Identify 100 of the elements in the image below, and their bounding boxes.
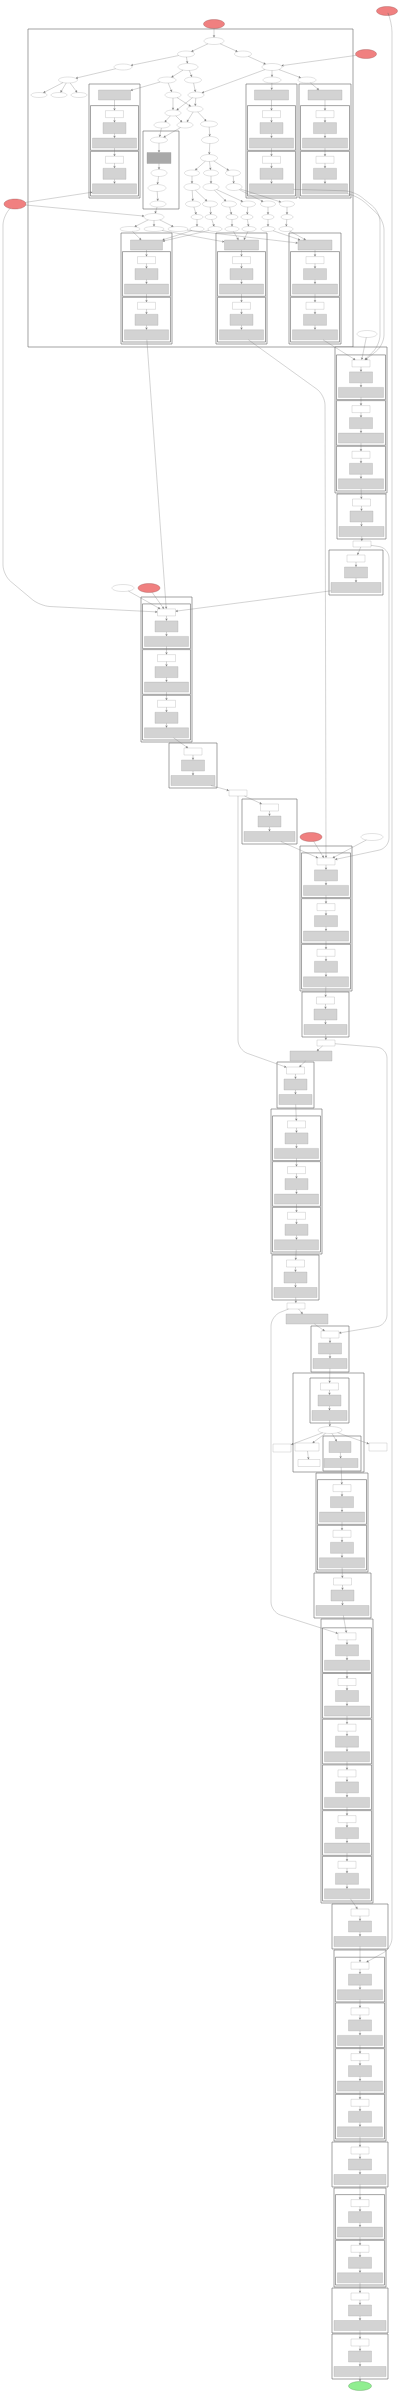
- rect-node: [330, 1542, 354, 1554]
- rect-node: [283, 1271, 308, 1284]
- arrow: [165, 646, 168, 655]
- oval-node: [355, 49, 377, 59]
- rect-node: [350, 2053, 370, 2061]
- arrow: [192, 754, 194, 760]
- arrow: [355, 561, 357, 567]
- rect-node: [323, 1458, 359, 1468]
- arrow: [270, 163, 273, 169]
- arrow: [209, 206, 212, 215]
- rect-node: [337, 2035, 383, 2046]
- rect-node: [92, 183, 137, 194]
- arrow: [194, 97, 197, 106]
- arrow: [360, 428, 362, 433]
- rect-node: [254, 89, 289, 101]
- arrow: [70, 82, 78, 93]
- rect-node: [337, 1632, 357, 1640]
- rect-node: [324, 1797, 370, 1808]
- rect-node: [134, 268, 159, 280]
- arrow: [189, 70, 192, 77]
- arrow: [240, 325, 243, 330]
- arrow: [343, 1615, 347, 1633]
- rect-node: [348, 2350, 372, 2363]
- rect-node: [348, 1974, 372, 1986]
- arrow: [113, 99, 116, 111]
- arrow: [294, 1282, 297, 1288]
- rect-node: [154, 620, 179, 633]
- rect-node: [313, 1008, 338, 1021]
- arrow: [328, 1405, 331, 1411]
- rect-node: [349, 371, 373, 384]
- arrow: [294, 1073, 297, 1079]
- rect-node: [333, 2174, 387, 2185]
- arrow: [322, 339, 356, 360]
- arrow: [239, 189, 264, 202]
- arrow: [146, 339, 168, 609]
- arrow: [208, 126, 211, 137]
- arrow: [328, 1389, 331, 1395]
- rect-node: [292, 329, 338, 340]
- rect-node: [316, 996, 335, 1005]
- rect-node: [229, 268, 254, 280]
- arrow: [307, 1450, 310, 1460]
- rect-node: [314, 961, 338, 973]
- rect-node: [335, 1690, 359, 1702]
- rect-node: [335, 1781, 359, 1794]
- arrow: [240, 263, 243, 269]
- arrow: [360, 521, 363, 527]
- rect-node: [335, 1736, 359, 1748]
- rect-node: [154, 666, 179, 678]
- rect-node: [350, 2292, 370, 2301]
- arrow: [334, 1043, 388, 1334]
- arrow: [156, 176, 159, 185]
- arrow: [246, 206, 249, 215]
- rect-node: [338, 432, 384, 444]
- rect-node: [102, 122, 127, 134]
- rect-node: [344, 566, 368, 579]
- rect-node: [302, 137, 348, 149]
- arrow: [278, 69, 301, 78]
- rect-node: [146, 152, 172, 164]
- rect-node: [348, 2211, 372, 2223]
- arrow: [295, 1173, 298, 1179]
- rect-node: [98, 89, 131, 101]
- rect-node: [352, 540, 372, 548]
- arrow: [175, 590, 332, 612]
- arrow: [299, 1060, 306, 1067]
- rect-node: [137, 302, 156, 310]
- arrow: [113, 133, 116, 138]
- arrow: [175, 115, 183, 123]
- rect-node: [348, 2019, 372, 2032]
- arrow: [193, 82, 196, 92]
- arrow: [113, 179, 116, 184]
- rect-node: [320, 1330, 340, 1339]
- rect-node: [350, 2338, 370, 2347]
- rect-node: [337, 2226, 383, 2238]
- arrow: [270, 179, 273, 184]
- rect-node: [324, 1888, 370, 1899]
- arrow: [43, 82, 64, 93]
- rect-node: [105, 156, 124, 164]
- arrow: [195, 161, 206, 171]
- rect-node: [333, 2320, 387, 2331]
- rect-node: [324, 1842, 370, 1854]
- arrow: [335, 545, 390, 860]
- arrow: [337, 1432, 369, 1445]
- arrow: [328, 1368, 331, 1383]
- arrow: [294, 1297, 297, 1303]
- arrow: [165, 691, 168, 701]
- arrow: [341, 1600, 344, 1606]
- arrow: [328, 1420, 331, 1427]
- rect-node: [337, 1861, 357, 1869]
- arrow: [216, 189, 243, 202]
- rect-node: [286, 1302, 306, 1310]
- arrow: [295, 1158, 298, 1167]
- arrow: [294, 1266, 297, 1272]
- arrow: [151, 592, 164, 609]
- arrow: [186, 56, 189, 64]
- arrow: [145, 279, 148, 284]
- arrow: [312, 1433, 326, 1443]
- rect-node: [219, 283, 264, 295]
- arrow: [313, 841, 324, 858]
- arrow: [339, 1452, 342, 1459]
- rect-node: [333, 1577, 352, 1586]
